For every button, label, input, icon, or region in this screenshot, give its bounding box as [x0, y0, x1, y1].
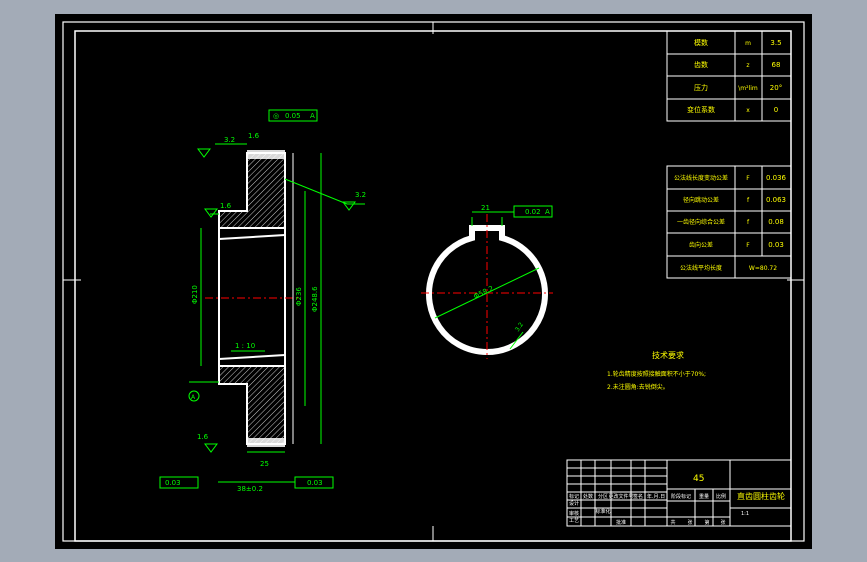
gear-param-name: 模数 [694, 38, 708, 47]
tolerance-name: 齿向公差 [689, 241, 713, 249]
title-header: 处数 [583, 493, 593, 500]
title-header: 年.月.日 [647, 493, 665, 500]
position-tolerance: 0.05 [285, 112, 301, 120]
gear-param-name: 齿数 [694, 60, 708, 69]
tolerance-value: 0.063 [766, 196, 786, 204]
datum-marker: A [191, 394, 196, 401]
title-cell: 阶段标记 [671, 493, 691, 500]
lower-section [218, 365, 286, 445]
outer-border [62, 21, 805, 542]
title-cell: 共 [670, 519, 675, 526]
title-cell: 1:1 [741, 511, 749, 517]
roughness-bottom-left: 1.6 [197, 433, 209, 441]
dim-bore: Φ210 [191, 285, 199, 304]
taper-label: 1 : 10 [235, 342, 255, 350]
key-tolerance: 0.02 [525, 208, 541, 216]
tech-req-title: 技术要求 [652, 350, 684, 360]
dim-hub: 25 [260, 460, 269, 468]
title-cell: 重量 [699, 493, 709, 500]
gear-end-view: 21 0.02 A Φ58.2 3.2 [421, 204, 553, 359]
bottom-tol-right: 0.03 [307, 479, 323, 487]
tolerance-name: 一齿径向综合公差 [677, 218, 725, 226]
bore-outline [218, 227, 286, 367]
title-row-label: 标准化 [595, 508, 610, 515]
title-header: 签名 [633, 493, 643, 500]
title-header: 更改文件号 [608, 493, 633, 500]
gear-param-name: 变位系数 [687, 105, 715, 114]
title-cell: 张 [687, 519, 692, 526]
gear-param-name: 压力 [694, 83, 708, 92]
hub-circle [426, 225, 548, 355]
gear-param-symbol: z [746, 62, 749, 69]
title-row-label: 批准 [616, 519, 626, 526]
position-datum: A [310, 112, 315, 120]
tolerance-symbol: f [747, 197, 750, 204]
tolerance-symbol: F [746, 242, 750, 249]
tolerance-rows: 公法线长度变动公差 F 0.036 径向跳动公差 f 0.063 一齿径向综合公差 f 0.08… [674, 174, 787, 272]
title-cell: 第 [704, 519, 709, 526]
roughness-top: 3.2 [224, 136, 235, 144]
title-row-label: 工艺 [569, 518, 579, 524]
title-block-headers: 标记处数分区更改文件号签名年.月.日 [569, 493, 665, 500]
title-header: 分区 [598, 493, 608, 500]
tolerance-symbol: f [747, 219, 750, 226]
dim-width: 38±0.2 [237, 485, 263, 493]
gear-param-symbol: m [745, 40, 751, 47]
roughness-top-right: 1.6 [248, 132, 260, 140]
key-width: 21 [481, 204, 490, 212]
tolerance-value: W=80.72 [749, 265, 777, 272]
title-block-cells: 阶段标记 重量比例 1:1 共 张 第 张 [670, 493, 749, 526]
circle-roughness: 3.2 [514, 321, 525, 333]
gear-param-symbol: x [746, 107, 750, 114]
title-row-label: 设计 [569, 500, 579, 507]
key-datum: A [545, 208, 550, 216]
tolerance-table [666, 165, 792, 279]
title-header: 标记 [569, 493, 579, 500]
gear-param-value: 68 [772, 61, 781, 69]
inner-border [74, 30, 792, 542]
gear-param-value: 3.5 [770, 39, 781, 47]
tolerance-name: 公法线长度变动公差 [674, 174, 728, 182]
tolerance-value: 0.03 [768, 241, 784, 249]
drawing-canvas: 模数 m 3.5 齿数 z 68 压力 \m²lim 20° 变位系数 x 0 公法线长度变动公差 F 0… [62, 21, 805, 542]
title-row-label: 审核 [569, 510, 579, 517]
dim-root: Φ236 [295, 287, 303, 306]
material: 45 [693, 474, 704, 484]
gear-parameter-table [666, 30, 792, 122]
tolerance-name: 公法线平均长度 [680, 264, 722, 272]
svg-text:◎: ◎ [273, 112, 279, 120]
gear-param-value: 0 [774, 106, 778, 114]
tech-req-line-1: 1.轮齿精度按照接触面积不小于70%; [607, 370, 706, 378]
title-cell: 比例 [716, 493, 726, 500]
title-cell: 张 [720, 519, 725, 526]
tolerance-symbol: F [746, 175, 750, 182]
gear-param-value: 20° [770, 84, 782, 92]
roughness-left: 1.6 [220, 202, 232, 210]
gear-section-view: ◎ 0.05 A 3.2 1.6 1.6 3.2 1.6 A 1 : 10 Φ2… [159, 109, 553, 493]
drawing-frame: 模数 m 3.5 齿数 z 68 压力 \m²lim 20° 变位系数 x 0 公法线长度变动公差 F 0… [55, 14, 812, 549]
gear-param-symbol: \m²lim [738, 85, 758, 92]
tolerance-value: 0.08 [768, 218, 784, 226]
dim-tip: Φ248.6 [311, 286, 319, 312]
upper-section [218, 152, 286, 229]
tolerance-value: 0.036 [766, 174, 787, 182]
bottom-tol-left: 0.03 [165, 479, 181, 487]
circle-diameter: Φ58.2 [472, 284, 494, 300]
roughness-right: 3.2 [355, 191, 366, 199]
part-name: 直齿圆柱齿轮 [737, 491, 785, 501]
technical-requirements: 技术要求 1.轮齿精度按照接触面积不小于70%; 2.未注圆角:去锐倒尖。 [607, 350, 706, 391]
gear-parameter-rows: 模数 m 3.5 齿数 z 68 压力 \m²lim 20° 变位系数 x 0 [687, 38, 782, 114]
tolerance-name: 径向跳动公差 [683, 196, 719, 204]
title-block [566, 459, 792, 527]
tech-req-line-2: 2.未注圆角:去锐倒尖。 [607, 383, 669, 391]
